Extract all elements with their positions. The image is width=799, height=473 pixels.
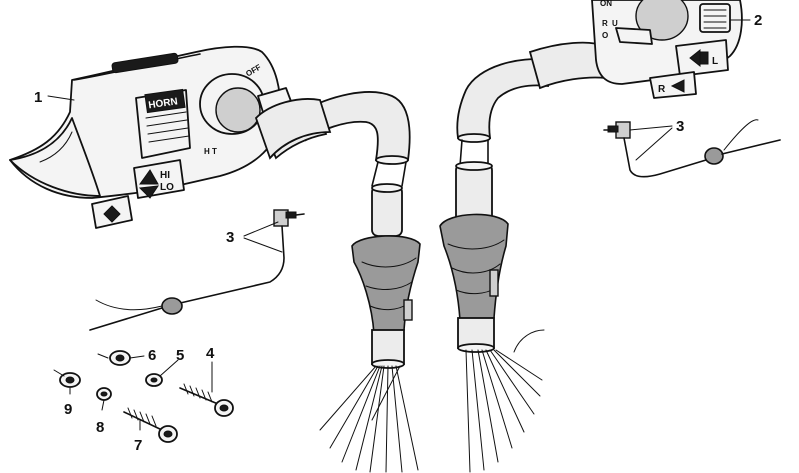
- callout-1: 1: [34, 89, 42, 106]
- right-turn-label: R: [658, 84, 666, 95]
- left-handlebar-switch: HORN HI LO OFF H T: [9, 45, 411, 229]
- part-9-washer: [59, 372, 81, 388]
- horn-label: HORN: [148, 96, 179, 111]
- callout-3-right: 3: [676, 118, 684, 135]
- horn-button: HORN: [135, 88, 191, 159]
- r-label: R: [602, 19, 608, 28]
- part-5-lock-washer: [145, 373, 163, 387]
- part-3-right-cable: [603, 119, 781, 178]
- callout-6: 6: [148, 347, 156, 364]
- right-cable-harness: [439, 139, 545, 473]
- callout-5: 5: [176, 347, 184, 364]
- callout-4: 4: [206, 345, 215, 362]
- part-6-washer: [109, 350, 131, 366]
- part-8-lock-washer: [96, 387, 112, 401]
- lo-label: LO: [160, 182, 174, 193]
- hi-label: HI: [160, 170, 170, 181]
- callout-7: 7: [134, 437, 142, 454]
- ht-label: H T: [204, 147, 217, 156]
- part-4-long-screw: [179, 383, 234, 417]
- left-turn-label: L: [712, 56, 718, 67]
- leader-lines: [47, 19, 751, 431]
- right-handlebar-switch: L R ON R U O: [456, 0, 743, 143]
- hi-lo-switch: HI LO: [133, 159, 185, 199]
- callout-8: 8: [96, 419, 104, 436]
- on-label: ON: [600, 0, 612, 8]
- callout-numbers: 1 2 3 3 4 5 6 7 8 9: [34, 12, 762, 454]
- left-cable-harness: [319, 161, 421, 473]
- u-label: U: [612, 19, 618, 28]
- callout-3-left: 3: [226, 229, 234, 246]
- part-3-left-cable: [89, 209, 305, 331]
- part-7-screw: [123, 407, 178, 443]
- callout-9: 9: [64, 401, 72, 418]
- o-label: O: [602, 31, 608, 40]
- callout-2: 2: [754, 12, 762, 29]
